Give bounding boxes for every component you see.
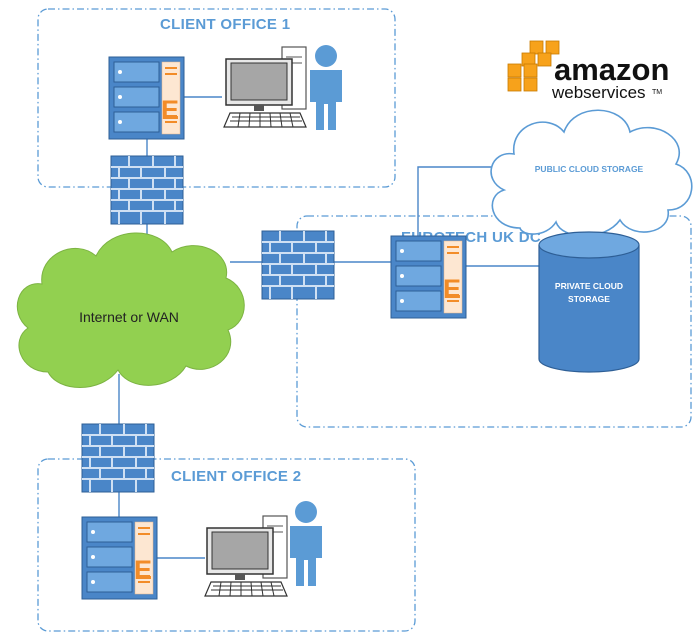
link-dc-server-public-cloud — [417, 166, 500, 236]
aws-logo-webservices: webservices — [551, 83, 646, 102]
server-badge: E — [161, 95, 179, 125]
private-storage-label-line1: PRIVATE CLOUD — [555, 281, 623, 291]
client-office-1-box — [37, 8, 396, 188]
connection-lines — [118, 96, 539, 559]
internet-cloud-label: Internet or WAN — [79, 309, 179, 325]
cloud-shape — [16, 232, 245, 388]
client-office-2-title: CLIENT OFFICE 2 — [171, 468, 301, 485]
server-badge: E — [134, 555, 152, 585]
server-office1-icon: E — [108, 56, 185, 140]
public-cloud-storage: PUBLIC CLOUD STORAGE — [490, 109, 693, 237]
firewall-office2-icon — [81, 423, 155, 493]
aws-logo-tm: TM — [652, 89, 662, 96]
client-office-1-title: CLIENT OFFICE 1 — [160, 16, 290, 33]
aws-boxes-icon — [507, 40, 560, 92]
server-badge: E — [443, 274, 461, 304]
private-storage-label-line2: STORAGE — [568, 294, 610, 304]
internet-cloud: Internet or WAN — [16, 232, 245, 388]
server-dc-icon: E — [390, 235, 467, 319]
firewall-office1-icon — [110, 155, 184, 225]
client-office-2-box — [37, 458, 416, 632]
server-office2-icon: E — [81, 516, 158, 600]
aws-logo-amazon: amazon — [554, 52, 669, 87]
firewall-dc-icon — [261, 230, 335, 300]
user-office1-icon — [310, 45, 342, 130]
public-cloud-storage-label: PUBLIC CLOUD STORAGE — [535, 164, 644, 174]
database-icon — [538, 245, 640, 373]
eurotech-dc-box — [296, 215, 692, 428]
user-office2-icon — [290, 501, 322, 586]
workstation-office2-icon — [204, 515, 288, 597]
private-cloud-storage: PRIVATE CLOUD STORAGE — [538, 231, 640, 373]
aws-logo: amazon webservices TM — [507, 40, 669, 102]
workstation-office1-icon — [223, 46, 307, 128]
